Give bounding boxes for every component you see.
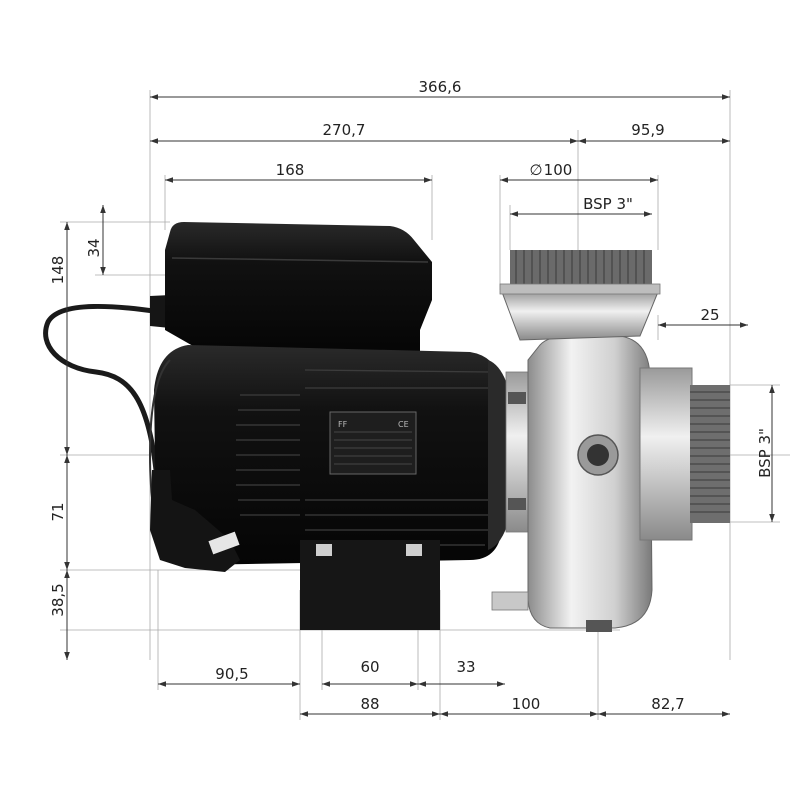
label-foot-to-pump: 33 xyxy=(456,658,475,676)
label-foot-height: 38,5 xyxy=(49,583,67,616)
label-outlet-offset: 25 xyxy=(700,306,719,324)
bracket-bolts xyxy=(508,392,526,510)
pump-neck xyxy=(501,291,659,341)
label-foot-holes: 60 xyxy=(360,658,379,676)
volute-port-inner xyxy=(587,444,609,466)
label-foot-to-inlet: 100 xyxy=(512,695,541,713)
label-pump-section: 95,9 xyxy=(631,121,664,139)
foot-bolt-right xyxy=(406,544,422,556)
label-motor-section: 270,7 xyxy=(323,121,366,139)
dimension-lines xyxy=(64,94,775,717)
nameplate-lines xyxy=(334,431,412,465)
dimension-labels: 366,6 270,7 95,9 168 ∅ 100 BSP 3" 25 148… xyxy=(49,78,774,713)
motor-body xyxy=(154,345,502,565)
label-bsp-top: BSP 3" xyxy=(583,195,633,213)
pump-illustration: FF CE xyxy=(43,222,730,632)
nameplate-brand: FF xyxy=(338,420,348,429)
label-foot-width: 88 xyxy=(360,695,379,713)
cable-plug xyxy=(208,531,240,555)
label-diameter-symbol: ∅ xyxy=(529,161,542,179)
foot-tab xyxy=(491,591,529,611)
top-thread-collar xyxy=(499,283,661,295)
label-terminal-box: 168 xyxy=(276,161,305,179)
label-rear-to-foot: 90,5 xyxy=(215,665,248,683)
outlet-collar xyxy=(639,367,693,541)
drain-plug xyxy=(586,620,612,632)
foot-bolt-left xyxy=(316,544,332,556)
nameplate-ce-mark: CE xyxy=(398,420,409,429)
power-cable xyxy=(43,304,163,473)
label-height-total: 148 xyxy=(49,256,67,285)
pump-volute xyxy=(527,335,653,629)
label-inlet-to-end: 82,7 xyxy=(651,695,684,713)
side-bsp-thread xyxy=(690,385,730,523)
label-overall-length: 366,6 xyxy=(419,78,462,96)
label-axis-height: 71 xyxy=(49,502,67,521)
terminal-box xyxy=(165,222,432,355)
terminal-box-lid-edge xyxy=(171,257,429,263)
label-box-height: 34 xyxy=(85,238,103,257)
label-impeller-diameter: 100 xyxy=(544,161,573,179)
label-bsp-side: BSP 3" xyxy=(756,428,774,478)
side-thread-ridges xyxy=(690,391,730,513)
